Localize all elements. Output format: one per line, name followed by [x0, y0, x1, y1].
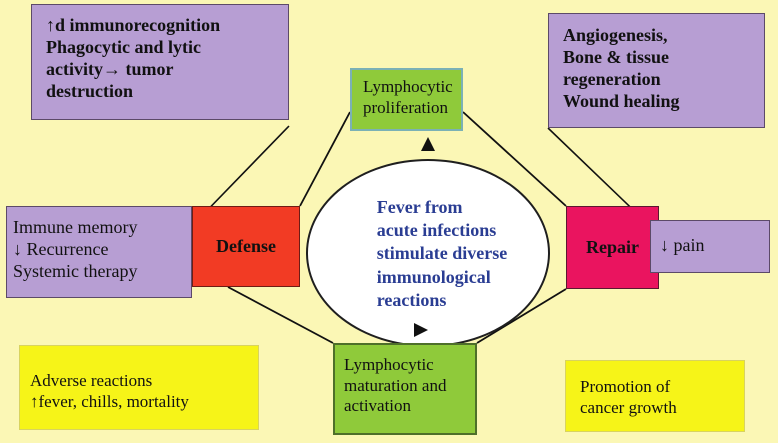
lymphocytic-proliferation-box: Lymphocytic proliferation [350, 68, 463, 131]
immunorecognition-box: ↑d immunorecognition Phagocytic and lyti… [31, 4, 289, 120]
connector-line-bottom-right [476, 288, 567, 344]
defense-box: Defense [192, 206, 300, 287]
repair-label: Repair [586, 237, 639, 257]
connector-line-top-right [462, 111, 567, 207]
immune-memory-box: Immune memory ↓ Recurrence Systemic ther… [6, 206, 192, 298]
connector-line-bottom-left [227, 286, 334, 344]
adverse-reactions-box: Adverse reactions ↑fever, chills, mortal… [19, 345, 259, 430]
cancer-growth-box: Promotion of cancer growth [565, 360, 745, 432]
lymphocytic-maturation-box: Lymphocytic maturation and activation [333, 343, 477, 435]
arrow-up-icon [421, 137, 435, 151]
center-ellipse: Fever from acute infections stimulate di… [306, 159, 550, 347]
repair-outcomes-box: Angiogenesis, Bone & tissue regeneration… [548, 13, 765, 128]
repair-box: Repair [566, 206, 659, 289]
defense-label: Defense [216, 236, 276, 256]
arrow-right-icon [414, 323, 428, 337]
pain-relief-box: ↓ pain [650, 220, 770, 273]
connector-line-top-left [299, 111, 351, 207]
